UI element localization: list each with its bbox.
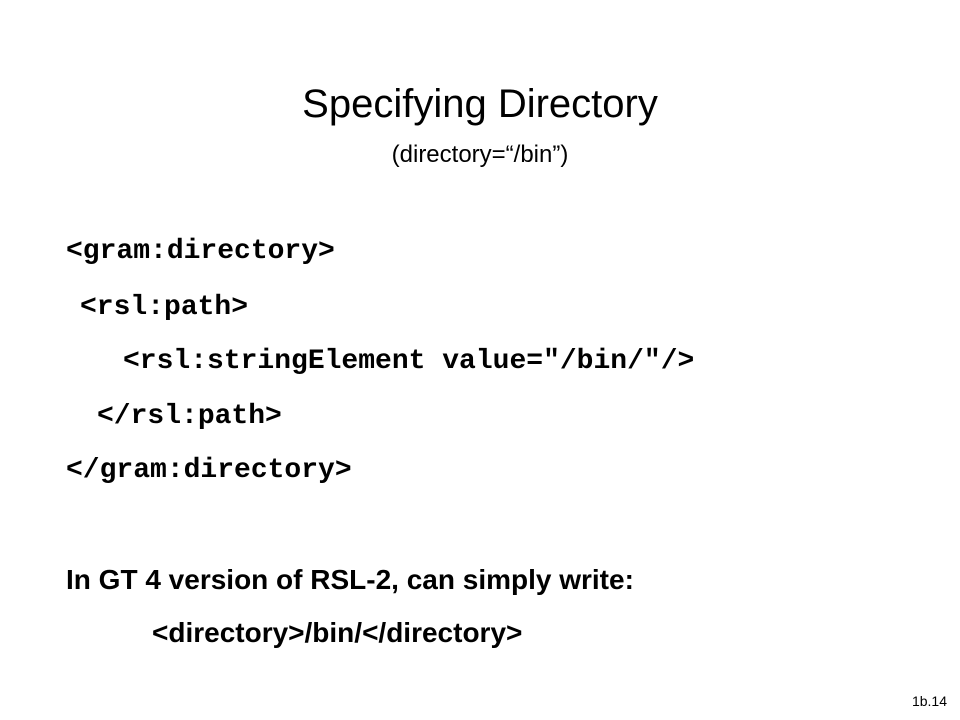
rsl2-note: In GT 4 version of RSL-2, can simply wri… (66, 564, 634, 595)
slide-number: 1b.14 (911, 693, 947, 709)
code-line-gram-directory-close: </gram:directory> (66, 455, 352, 486)
code-line-rsl-path-close: </rsl:path> (97, 401, 282, 432)
code-line-rsl-string-element: <rsl:stringElement value="/bin/"/> (123, 346, 695, 377)
code-line-gram-directory-open: <gram:directory> (66, 236, 335, 267)
slide-subtitle: (directory=“/bin”) (391, 141, 569, 168)
code-line-rsl-path-open: <rsl:path> (80, 292, 249, 323)
rsl2-example: <directory>/bin/</directory> (152, 617, 523, 648)
slide-title: Specifying Directory (302, 82, 658, 126)
